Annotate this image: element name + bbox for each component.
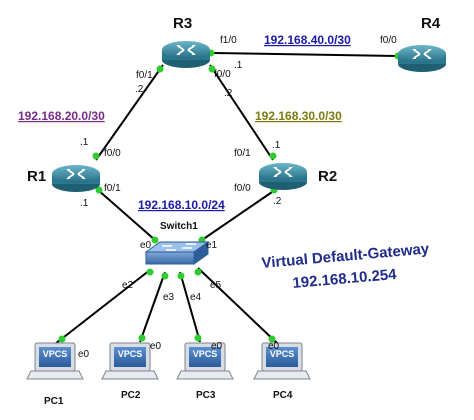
if-label: f1/0 [220, 35, 237, 46]
router-r2[interactable] [258, 162, 308, 191]
host-id-label: .2 [224, 88, 233, 99]
link-switch-pc2 [139, 271, 166, 343]
router-icon [51, 164, 101, 193]
vpcs-label: VPCS [43, 349, 68, 359]
if-label: f0/0 [104, 148, 121, 159]
router-name-r3: R3 [173, 15, 192, 32]
router-name-r4: R4 [421, 15, 441, 32]
vpcs-label: VPCS [270, 349, 295, 359]
if-label: f0/0 [380, 35, 397, 46]
port-dot [92, 152, 100, 160]
if-label: e0 [140, 240, 152, 251]
switch-arrows [162, 243, 196, 251]
if-label: f0/1 [136, 70, 153, 81]
pc-name-pc3: PC3 [196, 390, 216, 401]
router-r4[interactable] [397, 44, 447, 73]
vpcs-label: VPCS [193, 349, 218, 359]
router-icon [397, 44, 447, 73]
pc-name-pc2: PC2 [121, 390, 141, 401]
port-dot [208, 65, 216, 73]
link-r3-r1 [95, 64, 164, 161]
if-label: f0/1 [234, 148, 251, 159]
if-label: f0/1 [104, 183, 121, 194]
port-dot [156, 65, 164, 73]
router-name-r1: R1 [27, 168, 46, 185]
if-label: e4 [190, 292, 202, 303]
if-label: e1 [206, 240, 218, 251]
port-dot [138, 334, 146, 342]
link-r3-r2 [209, 64, 274, 161]
port-dot [194, 334, 202, 342]
host-id-label: .1 [272, 140, 281, 151]
port-dots [58, 49, 402, 343]
if-label: e0 [78, 349, 90, 360]
router-r3[interactable] [161, 40, 211, 69]
link-switch-pc3 [179, 271, 201, 343]
port-dot [151, 236, 159, 244]
switch-name: Switch1 [160, 221, 198, 232]
host-id-label: .1 [80, 137, 89, 148]
switch-front [145, 251, 195, 265]
network-label-r3-r4: 192.168.40.0/30 [264, 33, 351, 47]
virtual-gateway-title: Virtual Default-Gateway [261, 240, 431, 272]
vpcs-label: VPCS [118, 349, 143, 359]
port-dot [268, 335, 276, 343]
virtual-gateway-address: 192.168.10.254 [292, 266, 398, 292]
link-r3-r4 [212, 52, 399, 57]
network-label-r2-r3: 192.168.30.0/30 [255, 109, 342, 123]
switch-side [193, 241, 209, 265]
host-id-label: .1 [80, 198, 89, 209]
port-dot [58, 335, 66, 343]
if-label: e0 [268, 341, 280, 352]
if-label: f0/0 [234, 183, 251, 194]
if-label: f0/0 [214, 69, 231, 80]
switch1[interactable] [144, 241, 210, 265]
links [54, 52, 399, 345]
host-id-label: .2 [273, 196, 282, 207]
port-dot [161, 272, 169, 280]
pc-name-pc1: PC1 [44, 396, 64, 407]
if-label: e0 [211, 341, 223, 352]
port-dot [146, 268, 154, 276]
port-dot [95, 186, 103, 194]
pc-name-pc4: PC4 [273, 390, 293, 401]
link-switch-pc1 [54, 269, 151, 345]
host-id-label: .2 [135, 84, 144, 95]
if-label: e0 [150, 341, 162, 352]
network-label-lan: 192.168.10.0/24 [138, 198, 225, 212]
router-r1[interactable] [51, 164, 101, 193]
if-label: e2 [122, 280, 134, 291]
network-label-r1-r3: 192.168.20.0/30 [18, 109, 105, 123]
port-dot [177, 272, 185, 280]
router-icon [258, 162, 308, 191]
router-icon [161, 40, 211, 69]
port-dot [194, 268, 202, 276]
if-label: e5 [210, 280, 222, 291]
vpcs-labels: VPCS VPCS VPCS VPCS [43, 349, 295, 359]
host-id-label: .1 [234, 60, 243, 71]
link-r1-switch [97, 189, 156, 241]
link-r2-switch [201, 189, 276, 241]
if-label: e3 [163, 292, 175, 303]
router-name-r2: R2 [318, 168, 337, 185]
link-switch-pc4 [197, 267, 279, 345]
port-dot [269, 152, 277, 160]
